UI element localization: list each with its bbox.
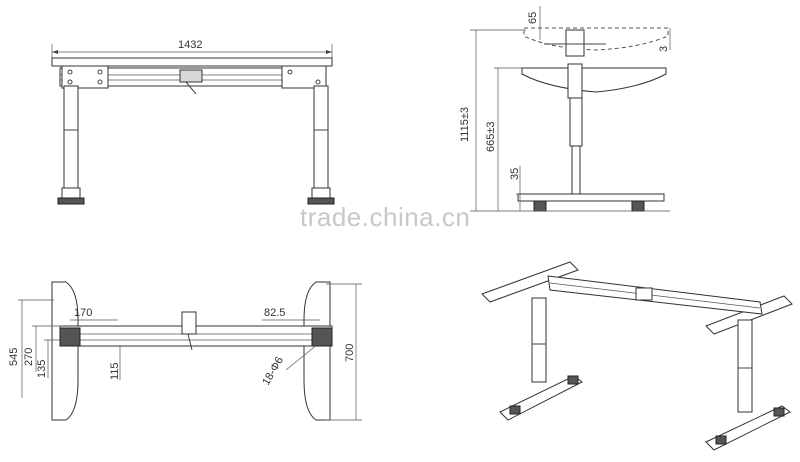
iso-right-leg [737, 319, 753, 413]
motor [179, 69, 203, 83]
lower-column [571, 145, 581, 195]
right-foot [307, 197, 335, 205]
left-leg [63, 85, 79, 189]
side-view: 1115±3 665±3 35 65 3 [459, 6, 671, 212]
upper-column [569, 97, 583, 147]
iso-crossbeam [547, 275, 763, 315]
outer-width-label: 545 [8, 348, 20, 366]
left-plate [51, 281, 79, 421]
mid-width-label: 270 [23, 348, 35, 366]
max-height-label: 1115±3 [459, 107, 471, 142]
right-plate [303, 281, 331, 421]
left-foot [57, 197, 85, 205]
left-offset-label: 170 [74, 307, 92, 319]
watermark-text: trade.china.cn [300, 202, 471, 232]
iso-left-leg [531, 297, 547, 383]
tilt-label: 3 [658, 46, 670, 52]
min-height-label: 665±3 [485, 121, 497, 152]
foot-height-label: 35 [509, 168, 521, 180]
inner-width-label: 135 [36, 360, 48, 378]
top-gap-label: 65 [527, 12, 539, 24]
depth-label: 700 [344, 344, 356, 362]
width-dimension-label: 1432 [178, 39, 202, 51]
side-tabletop [521, 67, 667, 93]
isometric-view [481, 261, 793, 451]
holes-label: 18-Φ6 [260, 355, 286, 388]
right-offset-label: 82.5 [264, 307, 285, 319]
front-view: 1432 [51, 39, 335, 205]
top-view: 545 270 135 115 170 82.5 18-Φ6 700 [8, 281, 362, 421]
tabletop [51, 57, 333, 67]
right-leg [313, 85, 329, 189]
side-foot [517, 193, 665, 202]
beam-offset-label: 115 [109, 362, 121, 380]
